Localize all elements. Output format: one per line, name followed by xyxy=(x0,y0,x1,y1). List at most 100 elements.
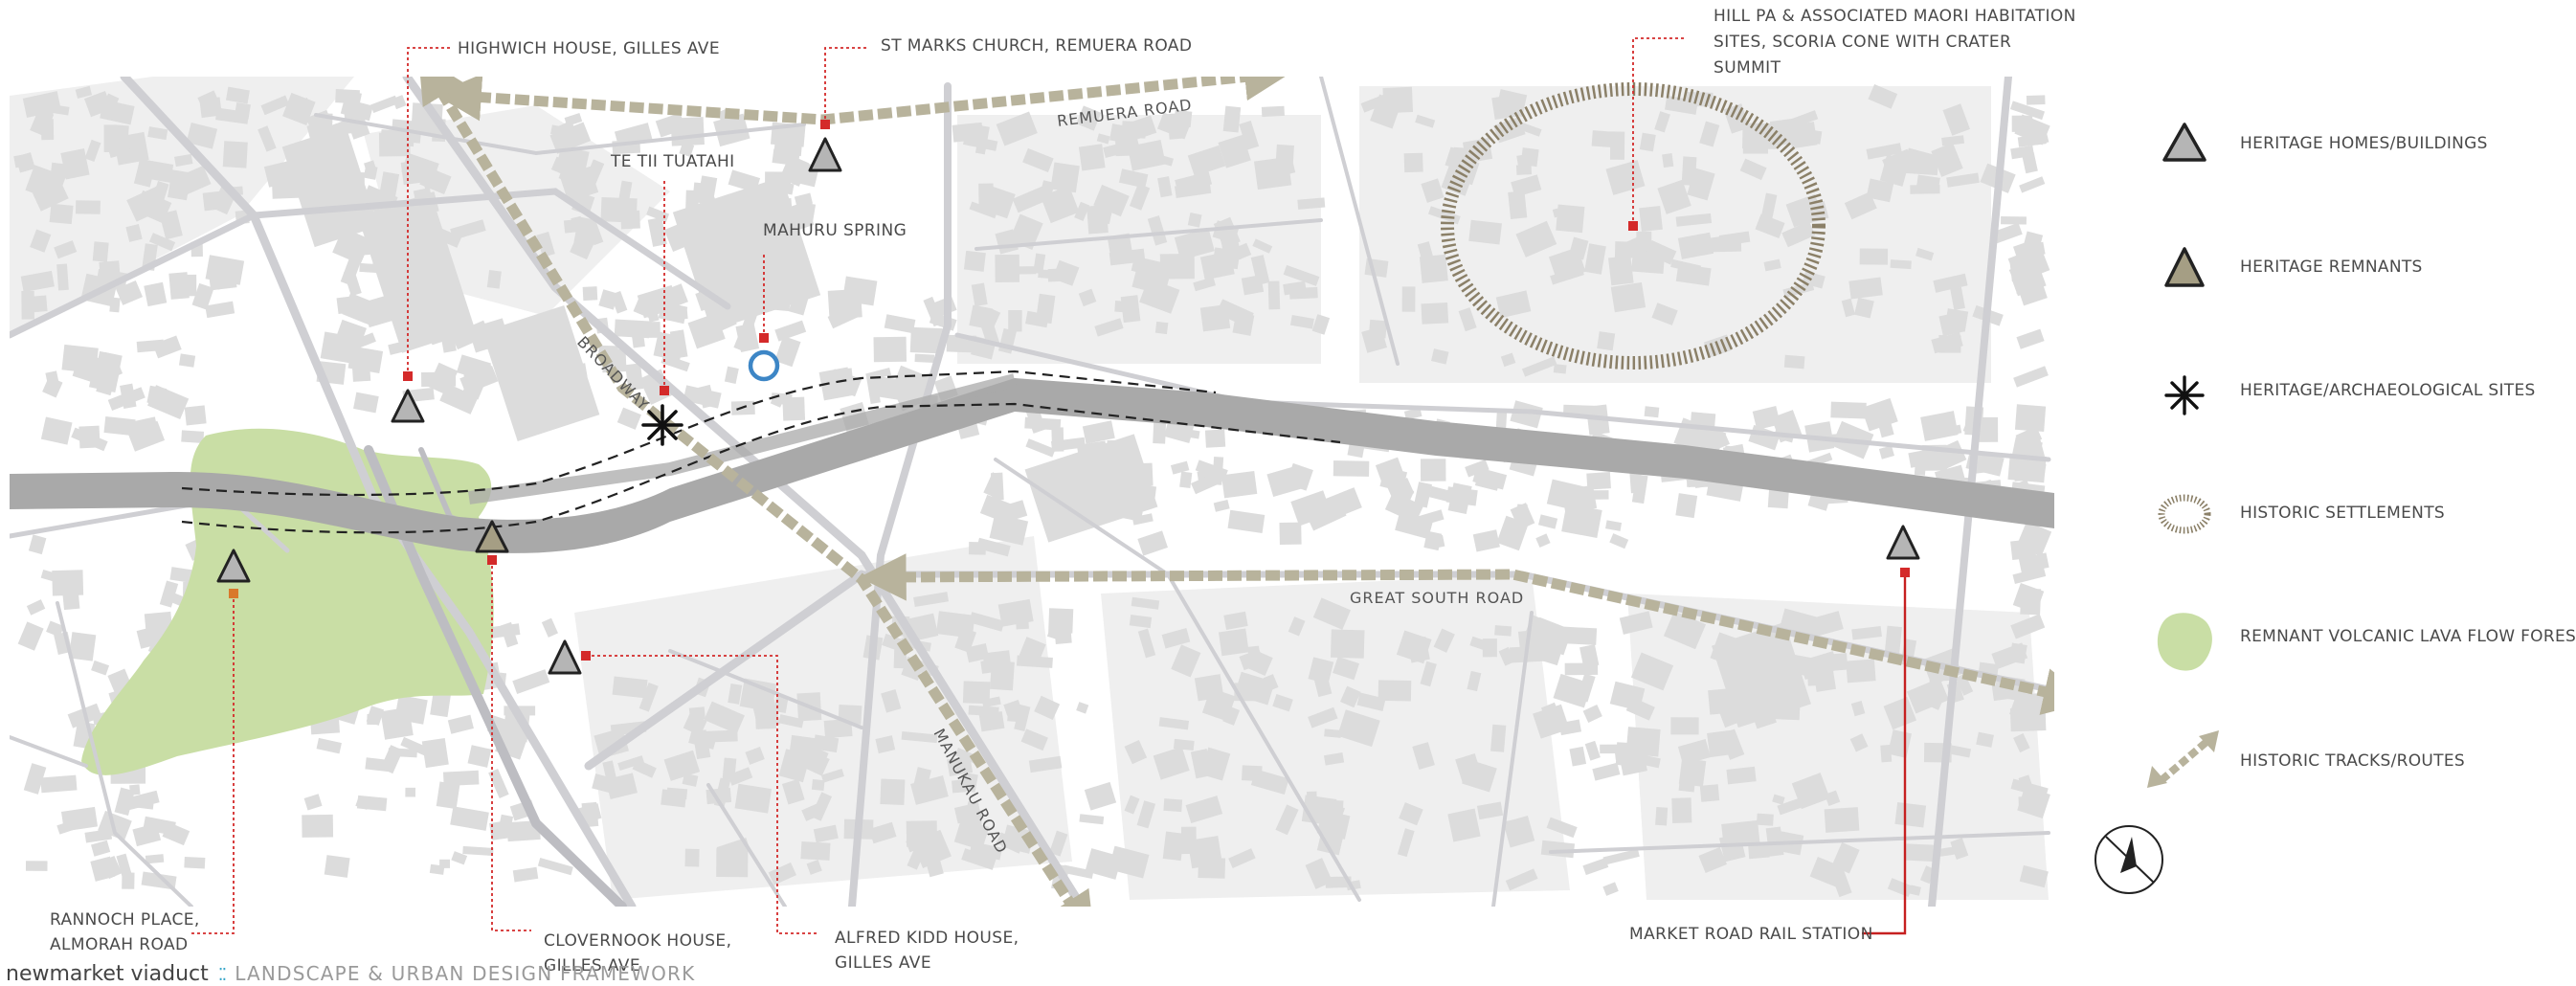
building xyxy=(1844,191,1877,220)
building xyxy=(1311,314,1331,335)
building xyxy=(349,332,376,351)
building xyxy=(107,143,131,158)
building xyxy=(28,534,47,555)
building xyxy=(1252,238,1273,254)
building xyxy=(1253,156,1292,190)
building xyxy=(1561,504,1602,538)
building xyxy=(21,290,34,320)
building xyxy=(1337,709,1380,748)
building xyxy=(1829,867,1852,898)
building xyxy=(84,139,101,162)
building xyxy=(1597,331,1616,351)
building xyxy=(159,580,179,608)
building xyxy=(380,706,414,740)
building xyxy=(1788,122,1818,149)
heritage-building-icon xyxy=(808,137,842,172)
building xyxy=(1431,534,1445,549)
building xyxy=(1584,740,1601,761)
building xyxy=(1508,190,1528,220)
building xyxy=(1495,290,1532,319)
building xyxy=(665,308,688,321)
building xyxy=(1879,154,1910,187)
building xyxy=(1887,878,1913,897)
building xyxy=(1564,662,1599,676)
building xyxy=(963,250,986,272)
building xyxy=(343,269,362,297)
building xyxy=(1360,90,1399,113)
building xyxy=(1763,258,1781,272)
building xyxy=(1118,168,1149,189)
building xyxy=(347,346,384,373)
building xyxy=(60,806,99,832)
building xyxy=(178,353,196,368)
building xyxy=(1179,471,1193,489)
building xyxy=(302,814,334,838)
building xyxy=(1671,797,1692,824)
building xyxy=(1290,490,1333,527)
building xyxy=(2018,774,2038,804)
building xyxy=(1894,801,1927,828)
building xyxy=(1675,493,1698,519)
building xyxy=(1458,307,1477,332)
building xyxy=(388,748,417,758)
building xyxy=(1639,205,1663,233)
building xyxy=(1320,487,1362,522)
building xyxy=(1678,757,1707,787)
building xyxy=(116,280,144,305)
building xyxy=(1781,220,1816,248)
legend-heritage-remnant-icon xyxy=(2164,247,2205,287)
building xyxy=(1218,628,1249,657)
legend-label-lava-forest: REMNANT VOLCANIC LAVA FLOW FOREST xyxy=(2240,627,2576,646)
building xyxy=(1938,311,1964,337)
building xyxy=(1521,356,1557,377)
building xyxy=(1286,462,1313,491)
building xyxy=(1361,326,1387,353)
footer-brand: newmarket viaduct xyxy=(6,962,209,986)
legend-heritage-building-icon xyxy=(2162,123,2206,162)
building xyxy=(1625,727,1661,757)
building xyxy=(225,86,250,104)
building xyxy=(1261,105,1285,118)
building xyxy=(600,196,638,223)
building xyxy=(1379,466,1408,492)
legend-label-archaeological-sites: HERITAGE/ARCHAEOLOGICAL SITES xyxy=(2240,381,2536,400)
building xyxy=(1783,354,1805,370)
building xyxy=(1289,314,1314,329)
building xyxy=(2019,864,2049,888)
building xyxy=(1726,766,1757,785)
building xyxy=(1191,473,1219,495)
building xyxy=(1430,348,1449,365)
building xyxy=(1651,303,1678,325)
building xyxy=(1569,746,1587,767)
rail-corridor xyxy=(10,378,2054,553)
building xyxy=(234,102,251,120)
building xyxy=(612,676,648,699)
building xyxy=(1591,130,1622,148)
building xyxy=(271,176,301,199)
building xyxy=(40,774,78,794)
building xyxy=(68,632,97,661)
building xyxy=(1619,232,1655,261)
building xyxy=(1538,514,1558,529)
building xyxy=(168,272,190,300)
building xyxy=(1213,499,1230,512)
building xyxy=(1275,804,1299,836)
building xyxy=(1490,724,1507,752)
building xyxy=(13,153,31,168)
building xyxy=(1670,717,1699,735)
building xyxy=(355,796,370,810)
building xyxy=(1915,247,1935,261)
building xyxy=(60,147,90,180)
building xyxy=(205,255,245,285)
building xyxy=(353,392,379,414)
building xyxy=(2011,115,2033,132)
building xyxy=(1124,739,1148,765)
building xyxy=(1163,798,1183,813)
building xyxy=(563,219,579,234)
heritage-building-icon xyxy=(216,549,251,583)
building xyxy=(1419,254,1448,283)
building xyxy=(1510,400,1543,429)
building xyxy=(1602,882,1619,896)
building xyxy=(75,85,93,100)
building xyxy=(40,416,73,445)
